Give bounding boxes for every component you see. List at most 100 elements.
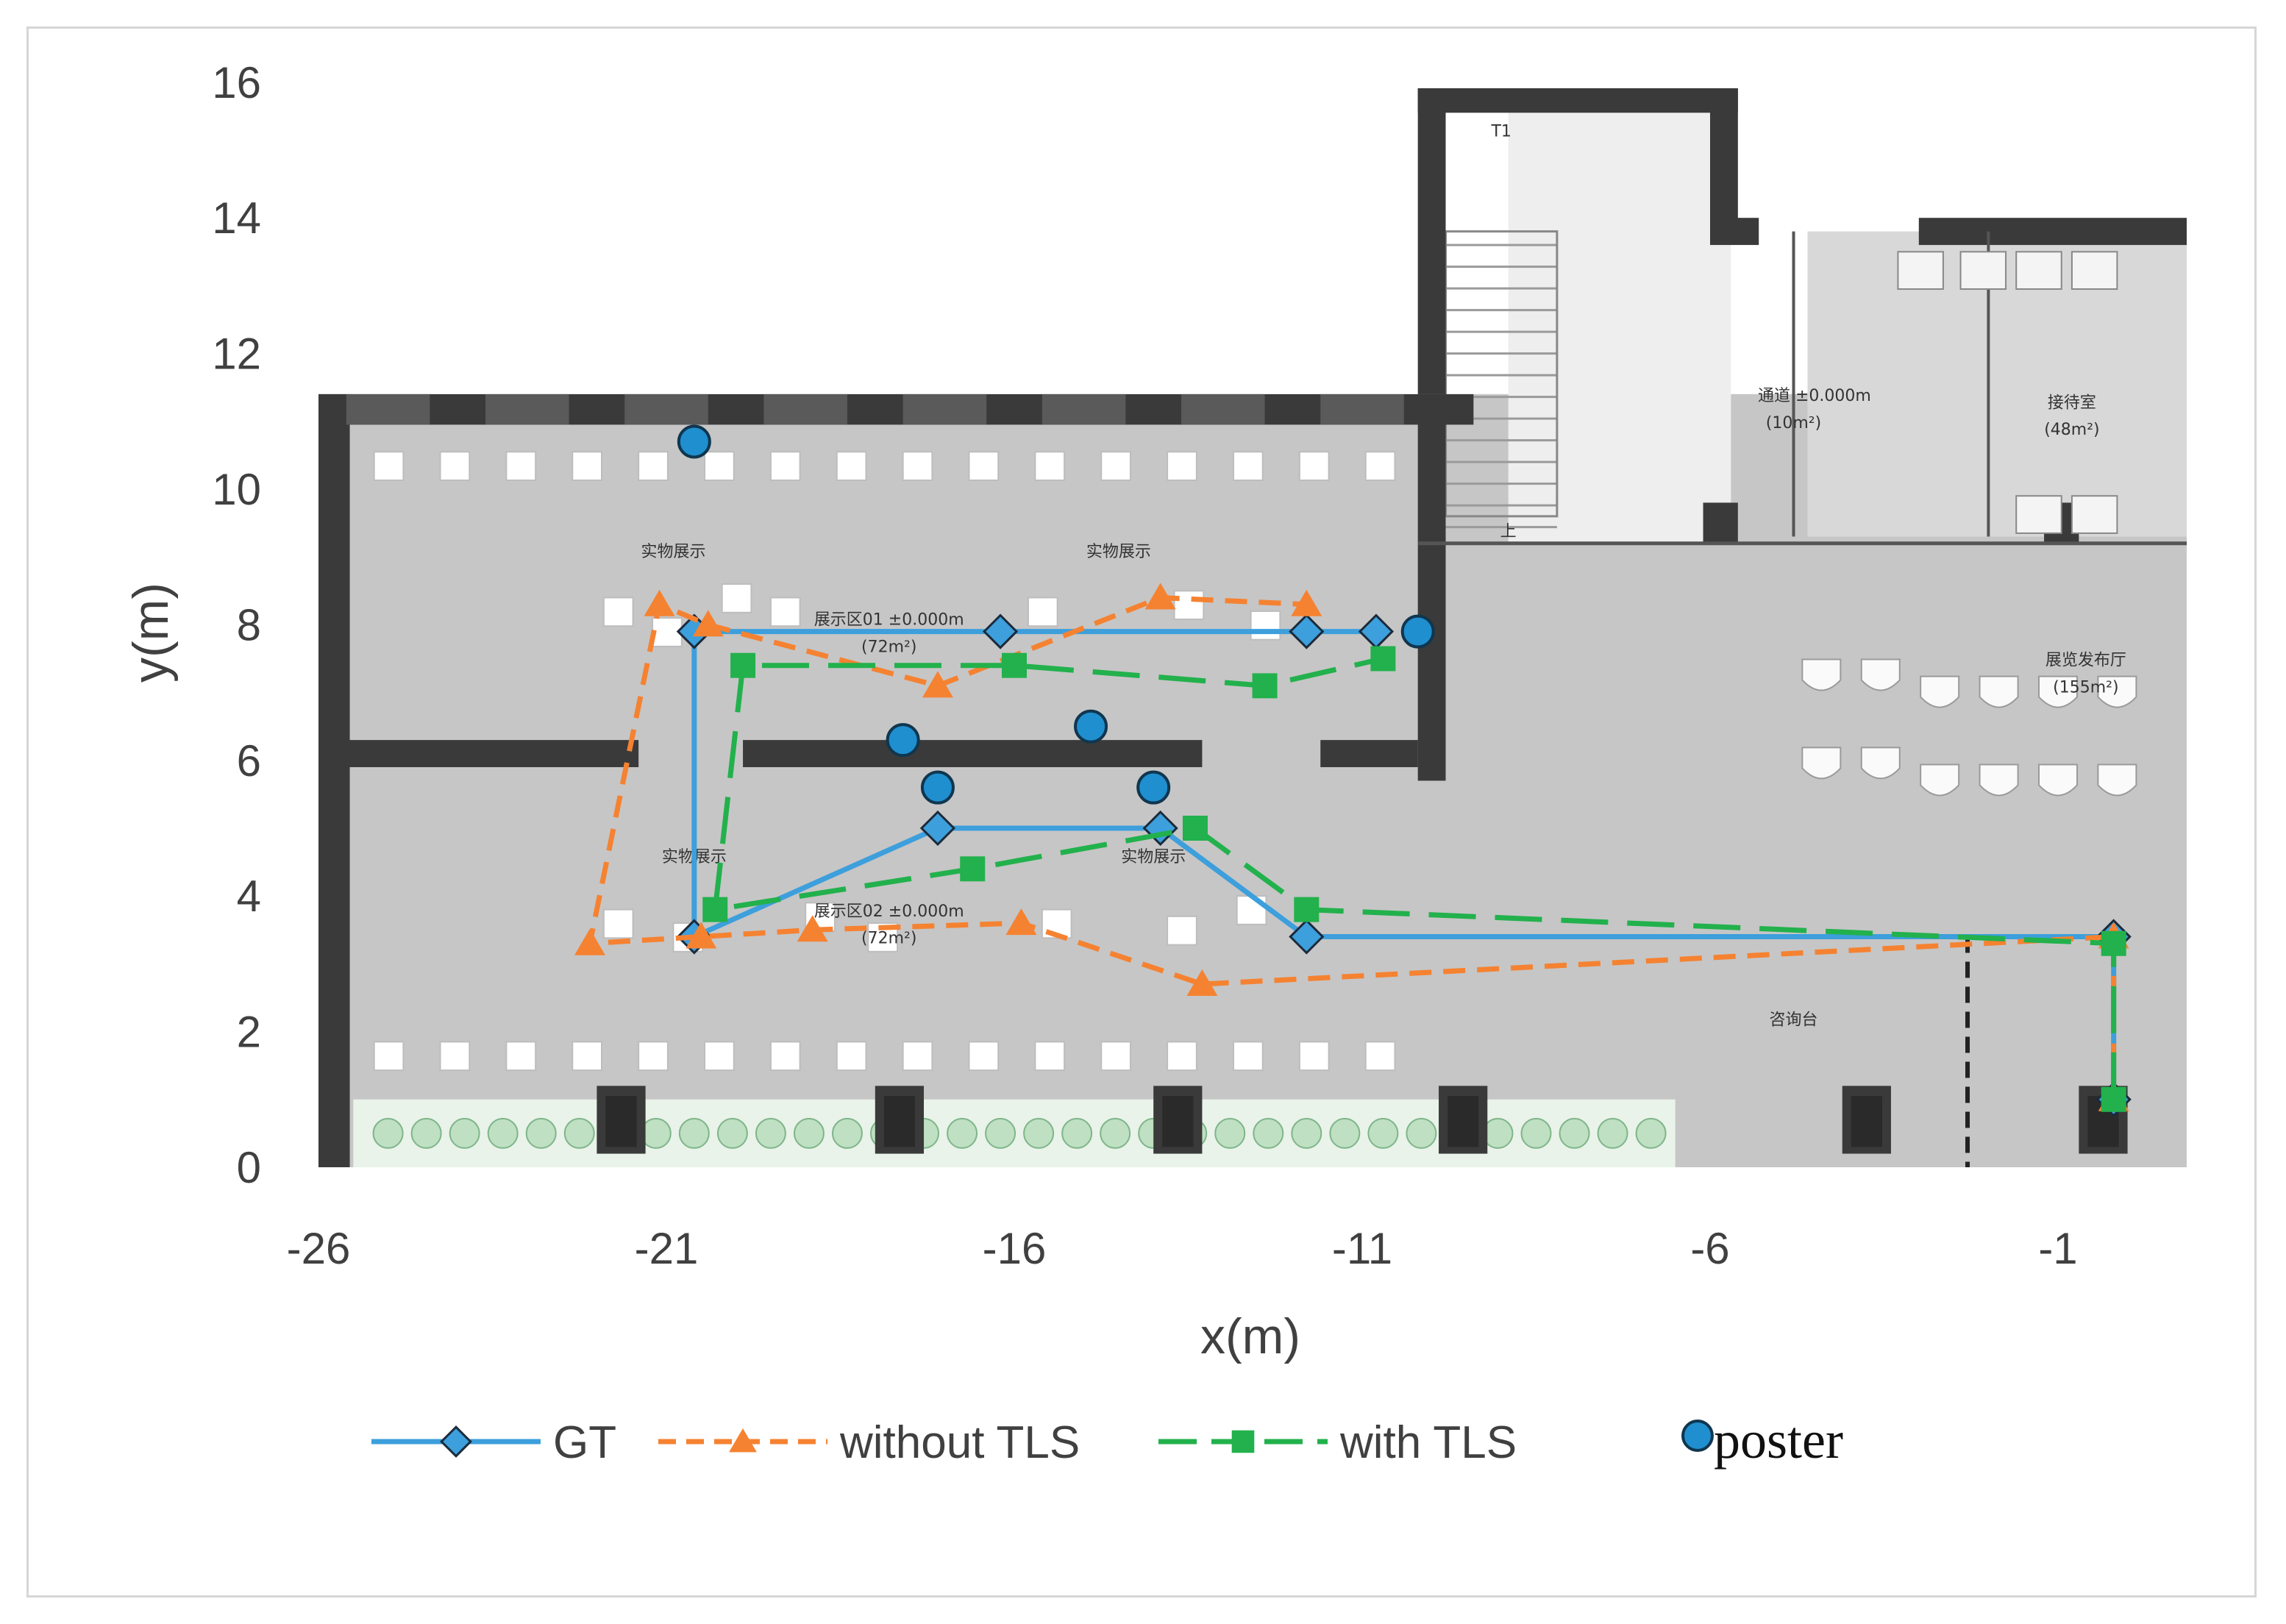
floor-plan-labels: T1实物展示实物展示展示区01 ±0.000m(72m²)实物展示实物展示展示区… (641, 123, 2126, 1030)
shrub (1023, 1117, 1055, 1149)
exhibit-box (1298, 451, 1330, 482)
x-tick-label: -6 (1690, 1224, 1729, 1273)
room-label-exhibit-d: 实物展示 (1121, 848, 1186, 866)
room-label-hall: 展览发布厅 (2045, 652, 2126, 670)
exhibit-box (902, 1041, 933, 1072)
data-point-triangle (1186, 969, 1218, 997)
room-label-corridor: 通道 ±0.000m (1758, 387, 1871, 405)
data-point-triangle (797, 915, 828, 942)
exhibit-box (1232, 1041, 1264, 1072)
room-label-info-desk: 咨询台 (1770, 1011, 1818, 1029)
room-label-exhibit-a: 实物展示 (641, 543, 705, 561)
exhibit-box (1232, 451, 1264, 482)
data-point-square (1182, 816, 1208, 841)
exhibit-box (836, 1041, 867, 1072)
room-label-zone01-area: (72m²) (861, 638, 916, 656)
room-label-zone01: 展示区01 ±0.000m (814, 610, 964, 629)
series-line (587, 595, 2117, 1100)
shrub (563, 1117, 595, 1149)
seat (2097, 763, 2137, 797)
y-tick-label: 10 (212, 465, 261, 514)
data-point-circle (886, 723, 920, 758)
shrub (1061, 1117, 1093, 1149)
room-label-exhibit-b: 实物展示 (1086, 543, 1151, 561)
shrub (1559, 1117, 1590, 1149)
room-label-zone02-area: (72m²) (861, 930, 916, 948)
wall (743, 740, 1203, 768)
pillar-inner (605, 1096, 637, 1147)
exhibit-box (1034, 1041, 1066, 1072)
seat (2038, 675, 2078, 708)
y-tick-label: 16 (212, 58, 261, 107)
exhibit-box (572, 451, 603, 482)
room-label-up: 上 (1500, 523, 1517, 541)
shrub (1520, 1117, 1552, 1149)
shrub (947, 1117, 978, 1149)
seat (2097, 675, 2137, 708)
data-point-diamond (1289, 613, 1325, 649)
sofa (2015, 251, 2062, 291)
data-point-square (2101, 930, 2126, 956)
room-label-hall-area: (155m²) (2053, 679, 2118, 697)
y-tick-label: 0 (237, 1143, 261, 1192)
pillar-inner (1851, 1096, 1882, 1147)
series-layer (574, 424, 2132, 1117)
exhibit-box (1027, 596, 1058, 627)
y-tick-label: 4 (237, 872, 261, 921)
sofa (2070, 495, 2118, 534)
data-point-triangle (922, 671, 953, 698)
legend-label: GT (553, 1417, 616, 1468)
series-poster (677, 424, 1435, 805)
shrub (1253, 1117, 1284, 1149)
seat (1920, 675, 1960, 708)
exhibit-box (721, 583, 752, 613)
exhibit-box (769, 1041, 801, 1072)
sofa (1897, 251, 1944, 291)
seat (1801, 747, 1842, 780)
data-point-diamond (1289, 919, 1325, 955)
exhibit-box (1167, 915, 1197, 946)
wall (1417, 393, 1446, 781)
data-point-square (702, 897, 728, 922)
data-point-circle (1074, 709, 1108, 744)
data-point-circle (1400, 614, 1435, 649)
shrub (831, 1117, 863, 1149)
data-point-square (2101, 1086, 2126, 1112)
data-point-square (960, 856, 986, 882)
wall (1417, 88, 1446, 394)
seat (1979, 763, 2019, 797)
y-tick-label: 8 (237, 600, 261, 649)
sofa (2015, 495, 2062, 534)
exhibit-box (439, 1041, 471, 1072)
wall (1703, 502, 1738, 544)
x-tick-label: -21 (635, 1224, 699, 1273)
shrub (1597, 1117, 1628, 1149)
legend-label: with TLS (1339, 1417, 1517, 1468)
data-point-triangle (1005, 908, 1037, 936)
seat (1920, 763, 1960, 797)
data-point-triangle (644, 589, 675, 616)
window-block (1320, 393, 1404, 425)
shrub (525, 1117, 557, 1149)
pillar-inner (1162, 1096, 1194, 1147)
x-tick-label: -16 (983, 1224, 1047, 1273)
legend-item: without TLS (658, 1417, 1080, 1468)
exhibit-box (704, 1041, 735, 1072)
exhibit-box (1298, 1041, 1330, 1072)
exhibit-box (1167, 451, 1197, 482)
data-point-diamond (919, 810, 956, 847)
shrub (640, 1117, 672, 1149)
x-tick-label: -1 (2038, 1224, 2077, 1273)
series-with-tls (702, 646, 2126, 1112)
shrub (487, 1117, 519, 1149)
legend-marker-circle (1681, 1420, 1714, 1452)
exhibit-box (1034, 451, 1066, 482)
wall (1320, 740, 1418, 768)
legend-marker-square (1231, 1430, 1255, 1453)
shrub (1367, 1117, 1399, 1149)
window-block (1041, 393, 1126, 425)
exhibit-box (572, 1041, 603, 1072)
legend-item: poster (1681, 1411, 1843, 1470)
shrub (449, 1117, 480, 1149)
